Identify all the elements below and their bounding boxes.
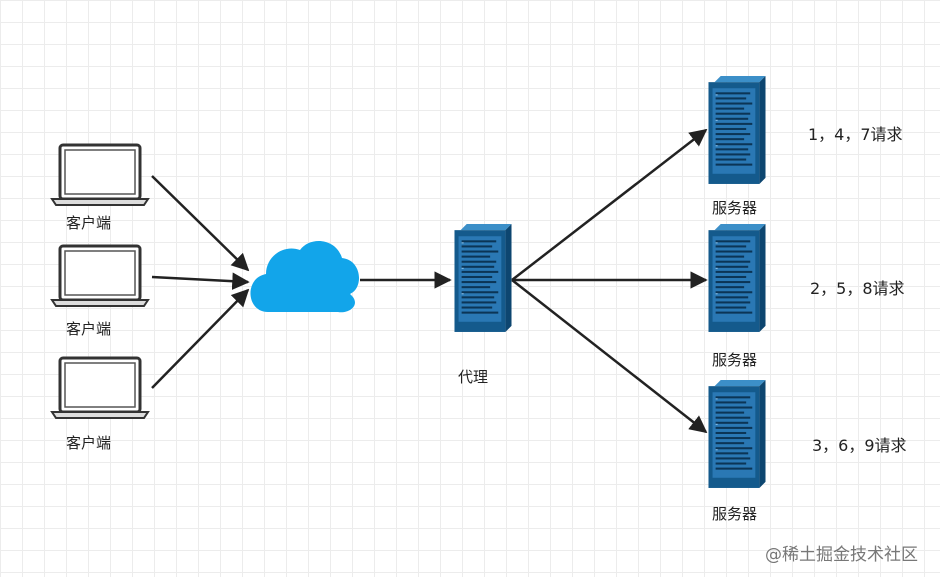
proxy-to-server-arrows	[511, 128, 708, 434]
laptop-icon	[50, 244, 150, 308]
cloud-icon	[250, 240, 360, 313]
proxy-label: 代理	[458, 368, 489, 386]
arrow-client-3	[151, 288, 250, 389]
laptop-icon	[50, 143, 150, 207]
server-icon	[708, 380, 766, 488]
server-label: 服务器	[712, 199, 758, 217]
server-icon	[708, 224, 766, 332]
server-label: 服务器	[712, 505, 758, 523]
watermark: @稀土掘金技术社区	[765, 545, 918, 565]
arrow-server-1	[511, 128, 708, 281]
client-label: 客户端	[66, 214, 112, 232]
server-icon	[708, 76, 766, 184]
arrow-server-3	[511, 279, 708, 434]
client-label: 客户端	[66, 320, 112, 338]
server-label: 服务器	[712, 351, 758, 369]
client-to-cloud-arrows	[151, 175, 250, 389]
server-requests-label: 1，4，7请求	[808, 125, 903, 144]
arrow-client-2	[151, 272, 250, 290]
server-icon	[454, 224, 512, 332]
client-label: 客户端	[66, 434, 112, 452]
arrow-client-1	[151, 175, 250, 272]
server-requests-label: 2，5，8请求	[810, 279, 905, 298]
laptop-icon	[50, 356, 150, 420]
server-requests-label: 3，6，9请求	[812, 436, 907, 455]
